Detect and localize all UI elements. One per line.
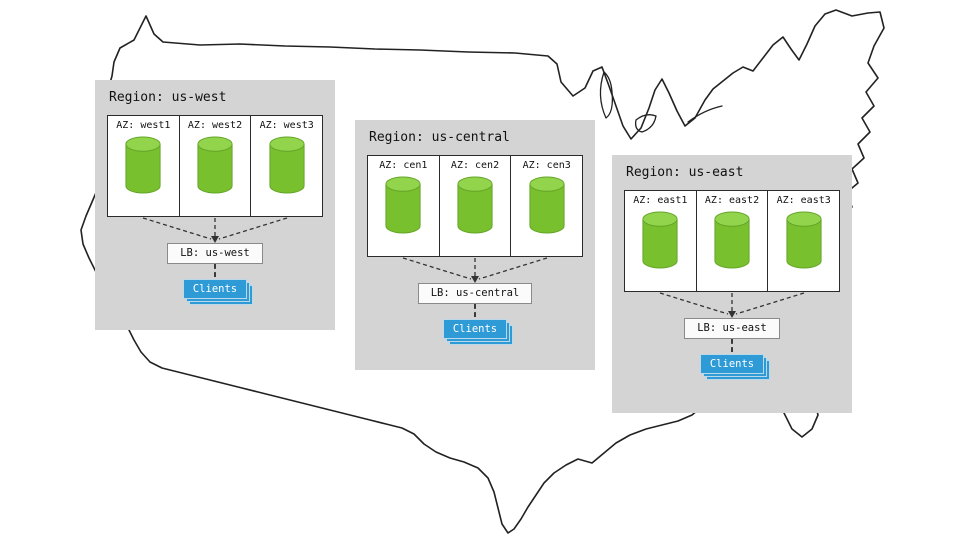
region-us-west: Region: us-west AZ: west1 AZ: west2 AZ: … — [95, 80, 335, 330]
load-balancer-node: LB: us-east — [684, 318, 780, 340]
az-label: AZ: west1 — [116, 120, 171, 131]
az-zone: AZ: west1 — [108, 116, 180, 216]
clients-node: Clients — [700, 354, 770, 381]
az-zone: AZ: east3 — [768, 191, 839, 291]
az-zone: AZ: west2 — [180, 116, 252, 216]
database-cylinder-icon — [786, 211, 822, 269]
az-zone: AZ: cen3 — [511, 156, 582, 256]
load-balancer-node: LB: us-west — [167, 243, 263, 265]
az-label: AZ: west2 — [187, 120, 243, 131]
az-table: AZ: cen1 AZ: cen2 AZ: cen3 — [367, 155, 583, 257]
az-zone: AZ: east1 — [625, 191, 697, 291]
clients-node: Clients — [443, 319, 513, 346]
lb-to-clients-connector — [214, 264, 216, 278]
region-us-central: Region: us-central AZ: cen1 AZ: cen2 AZ:… — [355, 120, 595, 370]
load-balancer-node: LB: us-central — [417, 283, 533, 305]
database-cylinder-icon — [714, 211, 750, 269]
az-label: AZ: east2 — [704, 195, 760, 206]
az-to-lb-connector — [402, 257, 548, 283]
database-cylinder-icon — [269, 136, 305, 194]
region-title: Region: us-central — [369, 130, 510, 145]
az-table: AZ: east1 AZ: east2 AZ: east3 — [624, 190, 840, 292]
az-label: AZ: cen1 — [379, 160, 428, 171]
az-zone: AZ: west3 — [251, 116, 322, 216]
az-table: AZ: west1 AZ: west2 AZ: west3 — [107, 115, 323, 217]
database-cylinder-icon — [529, 176, 565, 234]
clients-node: Clients — [183, 279, 253, 306]
az-label: AZ: east3 — [776, 195, 831, 206]
region-us-east: Region: us-east AZ: east1 AZ: east2 AZ: … — [612, 155, 852, 413]
region-title: Region: us-east — [626, 165, 744, 180]
az-label: AZ: cen3 — [522, 160, 571, 171]
az-label: AZ: east1 — [633, 195, 688, 206]
database-cylinder-icon — [642, 211, 678, 269]
az-zone: AZ: cen2 — [440, 156, 512, 256]
database-cylinder-icon — [197, 136, 233, 194]
lb-to-clients-connector — [474, 304, 476, 318]
az-to-lb-connector — [659, 292, 805, 318]
az-zone: AZ: east2 — [697, 191, 769, 291]
region-title: Region: us-west — [109, 90, 227, 105]
clients-label: Clients — [700, 354, 764, 375]
database-cylinder-icon — [125, 136, 161, 194]
database-cylinder-icon — [385, 176, 421, 234]
az-label: AZ: cen2 — [450, 160, 500, 171]
az-to-lb-connector — [142, 217, 288, 243]
az-zone: AZ: cen1 — [368, 156, 440, 256]
clients-label: Clients — [443, 319, 507, 340]
clients-label: Clients — [183, 279, 247, 300]
az-label: AZ: west3 — [259, 120, 314, 131]
lb-to-clients-connector — [731, 339, 733, 353]
database-cylinder-icon — [457, 176, 493, 234]
